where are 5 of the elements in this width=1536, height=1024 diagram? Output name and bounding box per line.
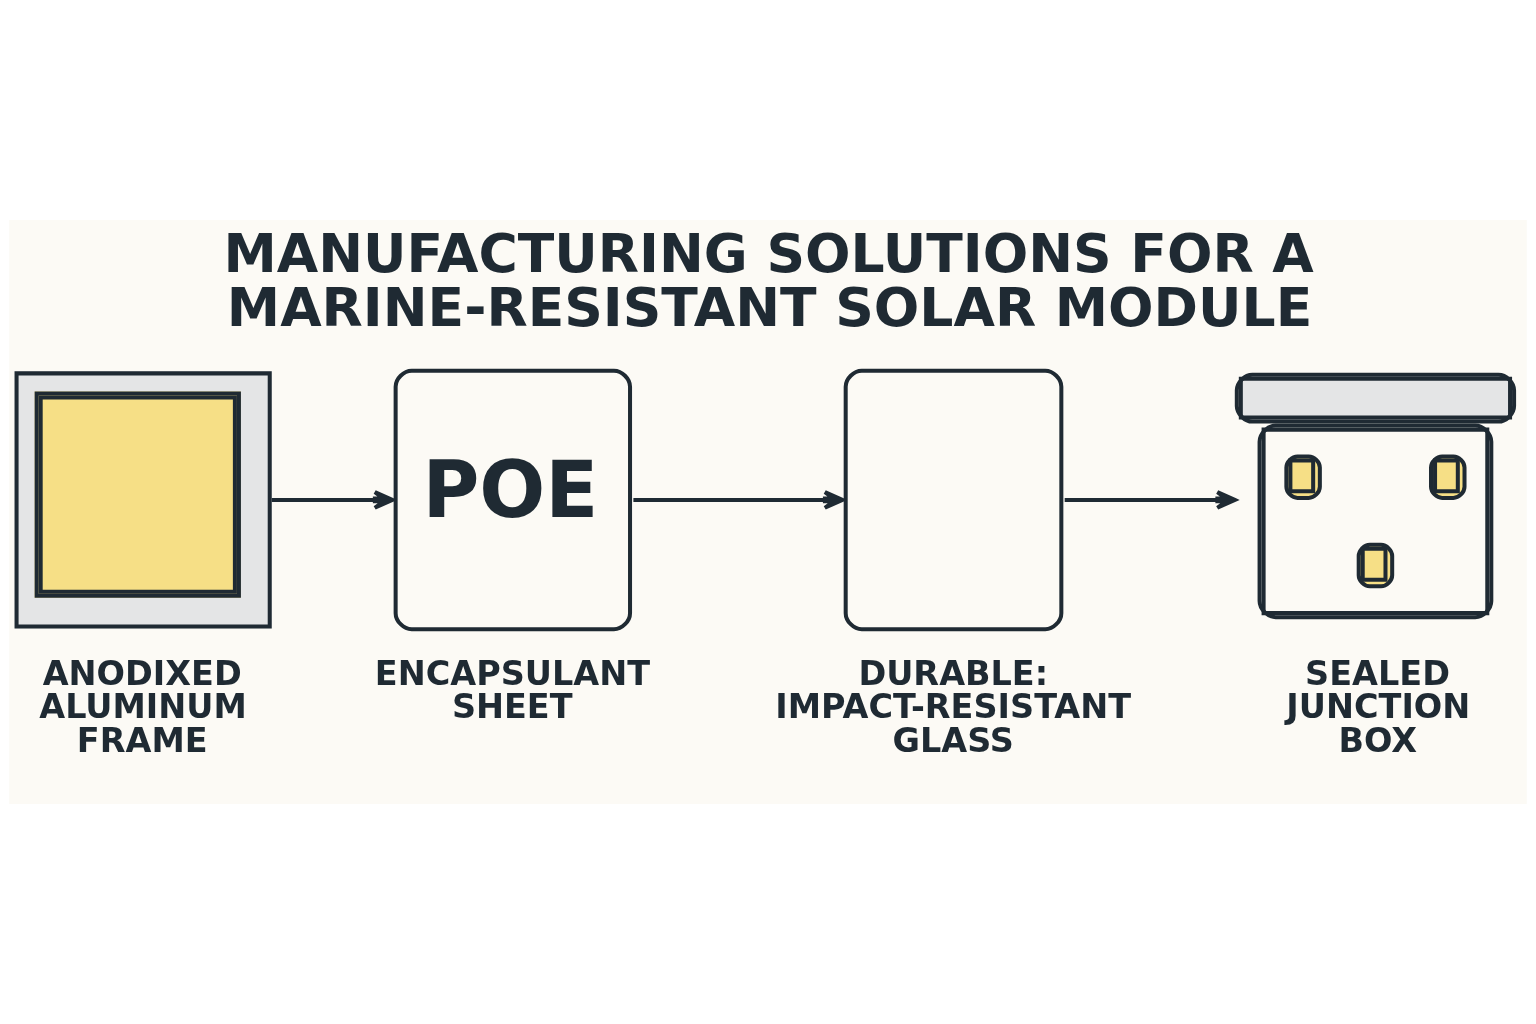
node-label: SEALED JUNCTION BOX xyxy=(1286,653,1471,760)
node-label: ENCAPSULANT SHEET xyxy=(374,653,651,727)
node-label: ANODIXED ALUMINUM FRAME xyxy=(39,653,247,760)
diagram-title: MANUFACTURING SOLUTIONS FOR A MARINE-RESISTANT SOLAR MODULE xyxy=(223,222,1314,339)
node-label: DURABLE: IMPACT-RESISTANT GLASS xyxy=(775,653,1132,760)
